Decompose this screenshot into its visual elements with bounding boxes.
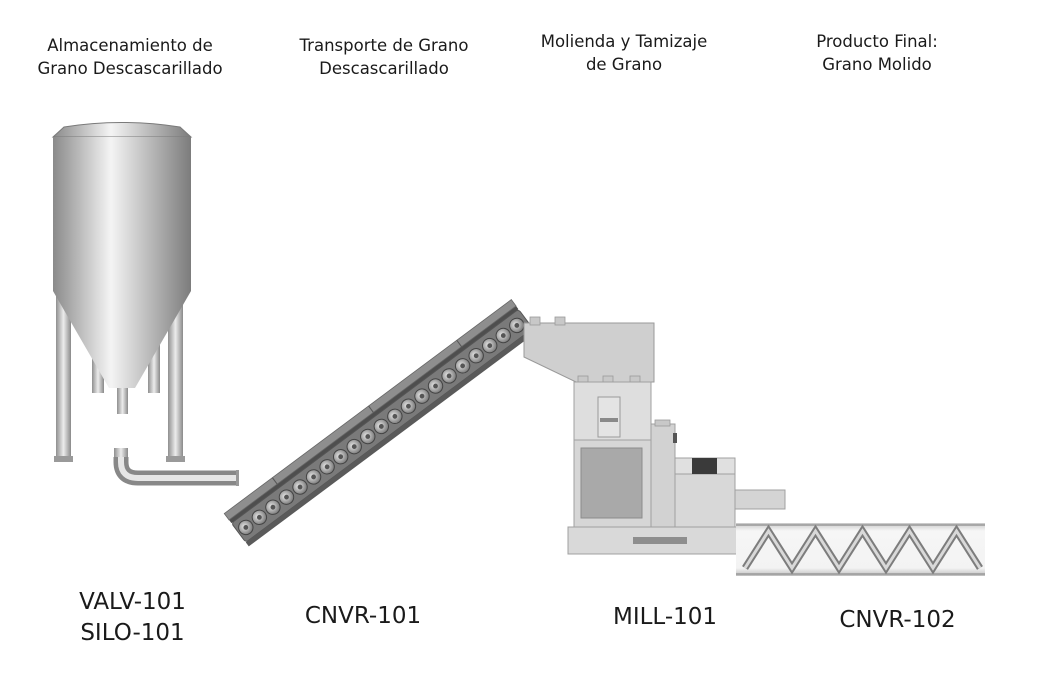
equipment-tag-screw: CNVR-102 [839, 607, 956, 633]
equipment-tag-storage: VALV-101 SILO-101 [60, 587, 205, 649]
equipment-tag-conveyor: CNVR-101 [304, 603, 422, 629]
roller-hub [433, 383, 438, 389]
roller-hub [256, 514, 262, 520]
equipment-tag-mill: MILL-101 [612, 604, 718, 630]
stage-title-storage: Almacenamiento de Grano Descascarillado [37, 36, 223, 78]
roller-hub [419, 393, 425, 399]
screw-conveyor-icon [736, 523, 985, 576]
roller-hub [473, 353, 479, 359]
roller-hub [284, 494, 289, 500]
roller-hub [446, 373, 452, 379]
roller-hub [406, 403, 411, 409]
roller-hub [378, 424, 384, 429]
tag-valve: VALV-101 [79, 589, 186, 615]
silo-icon [51, 122, 193, 462]
roller-hub [365, 434, 371, 439]
pipe-icon [113, 448, 239, 486]
roller-hub [500, 333, 506, 338]
hammer-mill-icon [523, 316, 786, 555]
tag-silo: SILO-101 [80, 620, 185, 646]
belt-conveyor-icon [223, 299, 536, 547]
roller-hub [297, 484, 303, 490]
roller-hub [351, 444, 357, 450]
roller-hub [270, 504, 276, 510]
roller-hub [487, 343, 493, 349]
roller-hub [311, 474, 316, 480]
roller-hub [514, 323, 520, 328]
stage-title-milling: Molienda y Tamizaje de Grano [540, 32, 708, 74]
roller-hub [392, 413, 398, 419]
roller-hub [324, 464, 330, 470]
roller-hub [338, 454, 344, 460]
screw-flight [743, 528, 982, 571]
stage-title-product: Producto Final: Grano Molido [816, 32, 938, 74]
roller-hub [243, 525, 249, 530]
roller-hub [460, 363, 466, 369]
stage-title-transport: Transporte de Grano Descascarillado [299, 36, 469, 78]
